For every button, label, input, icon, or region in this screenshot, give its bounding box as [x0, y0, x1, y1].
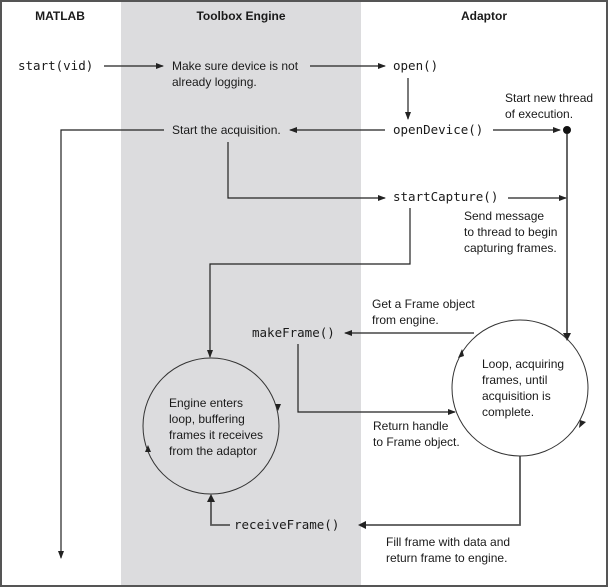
- note-line: acquisition is: [482, 389, 551, 403]
- note-line: Make sure device is not: [172, 59, 299, 73]
- note-line: of execution.: [505, 107, 573, 121]
- arrow-receive-to-engine-loop: [210, 502, 230, 526]
- header-adaptor: Adaptor: [461, 9, 507, 23]
- note-line: return frame to engine.: [386, 551, 507, 565]
- note-line: Start new thread: [505, 91, 593, 105]
- note-line: Engine enters: [169, 396, 243, 410]
- note-line: complete.: [482, 405, 534, 419]
- note-new-thread: Start new thread of execution.: [505, 91, 593, 121]
- note-line: Start the acquisition.: [172, 123, 281, 137]
- note-fill-frame: Fill frame with data and return frame to …: [386, 535, 510, 565]
- engine-loop-arrow-left: [145, 445, 151, 452]
- note-line: Send message: [464, 209, 544, 223]
- note-line: from engine.: [372, 313, 439, 327]
- note-start-acq: Start the acquisition.: [172, 123, 281, 137]
- note-engine-loop: Engine enters loop, buffering frames it re…: [169, 396, 263, 458]
- note-return-handle: Return handle to Frame object.: [373, 419, 460, 449]
- fn-start-capture: startCapture(): [393, 189, 498, 204]
- engine-loop-circle: [142, 357, 280, 495]
- arrow-matlab-wait: [58, 129, 164, 559]
- engine-column-band: [121, 0, 361, 587]
- adaptor-loop-circle: [451, 319, 589, 457]
- note-line: capturing frames.: [464, 241, 557, 255]
- engine-loop-arrow-right: [275, 404, 281, 411]
- note-line: Loop, acquiring: [482, 357, 564, 371]
- header-engine: Toolbox Engine: [196, 9, 285, 23]
- arrow-startcapture-to-engine-loop: [207, 208, 411, 358]
- note-line: loop, buffering: [169, 412, 245, 426]
- arrow-engine-to-startcapture: [227, 142, 386, 201]
- note-send-msg: Send message to thread to begin capturing …: [464, 209, 557, 255]
- note-line: Get a Frame object: [372, 297, 475, 311]
- adaptor-loop-arrow-left: [458, 349, 464, 358]
- note-line: to thread to begin: [464, 225, 557, 239]
- note-make-sure: Make sure device is not already logging.: [172, 59, 299, 89]
- fn-start: start(vid): [18, 58, 93, 73]
- note-line: frames it receives: [169, 428, 263, 442]
- fill-frame-arrowhead: [358, 521, 366, 529]
- note-line: Fill frame with data and: [386, 535, 510, 549]
- note-line: to Frame object.: [373, 435, 460, 449]
- note-line: frames, until: [482, 373, 547, 387]
- note-line: already logging.: [172, 75, 257, 89]
- fn-open: open(): [393, 58, 438, 73]
- note-line: from the adaptor: [169, 444, 257, 458]
- fn-make-frame: makeFrame(): [252, 325, 335, 340]
- note-line: Return handle: [373, 419, 449, 433]
- header-matlab: MATLAB: [35, 9, 85, 23]
- thread-start-dot: [563, 126, 571, 134]
- receive-arrowhead: [207, 494, 215, 502]
- adaptor-loop-arrow-right: [579, 420, 586, 428]
- thread-arrowhead: [563, 333, 571, 341]
- note-get-frame: Get a Frame object from engine.: [372, 297, 475, 327]
- note-adaptor-loop: Loop, acquiring frames, until acquisition …: [482, 357, 564, 419]
- fn-open-device: openDevice(): [393, 122, 483, 137]
- fn-receive-frame: receiveFrame(): [234, 517, 339, 532]
- arrow-return-handle: [297, 344, 456, 415]
- arrow-fill-frame: [360, 456, 521, 526]
